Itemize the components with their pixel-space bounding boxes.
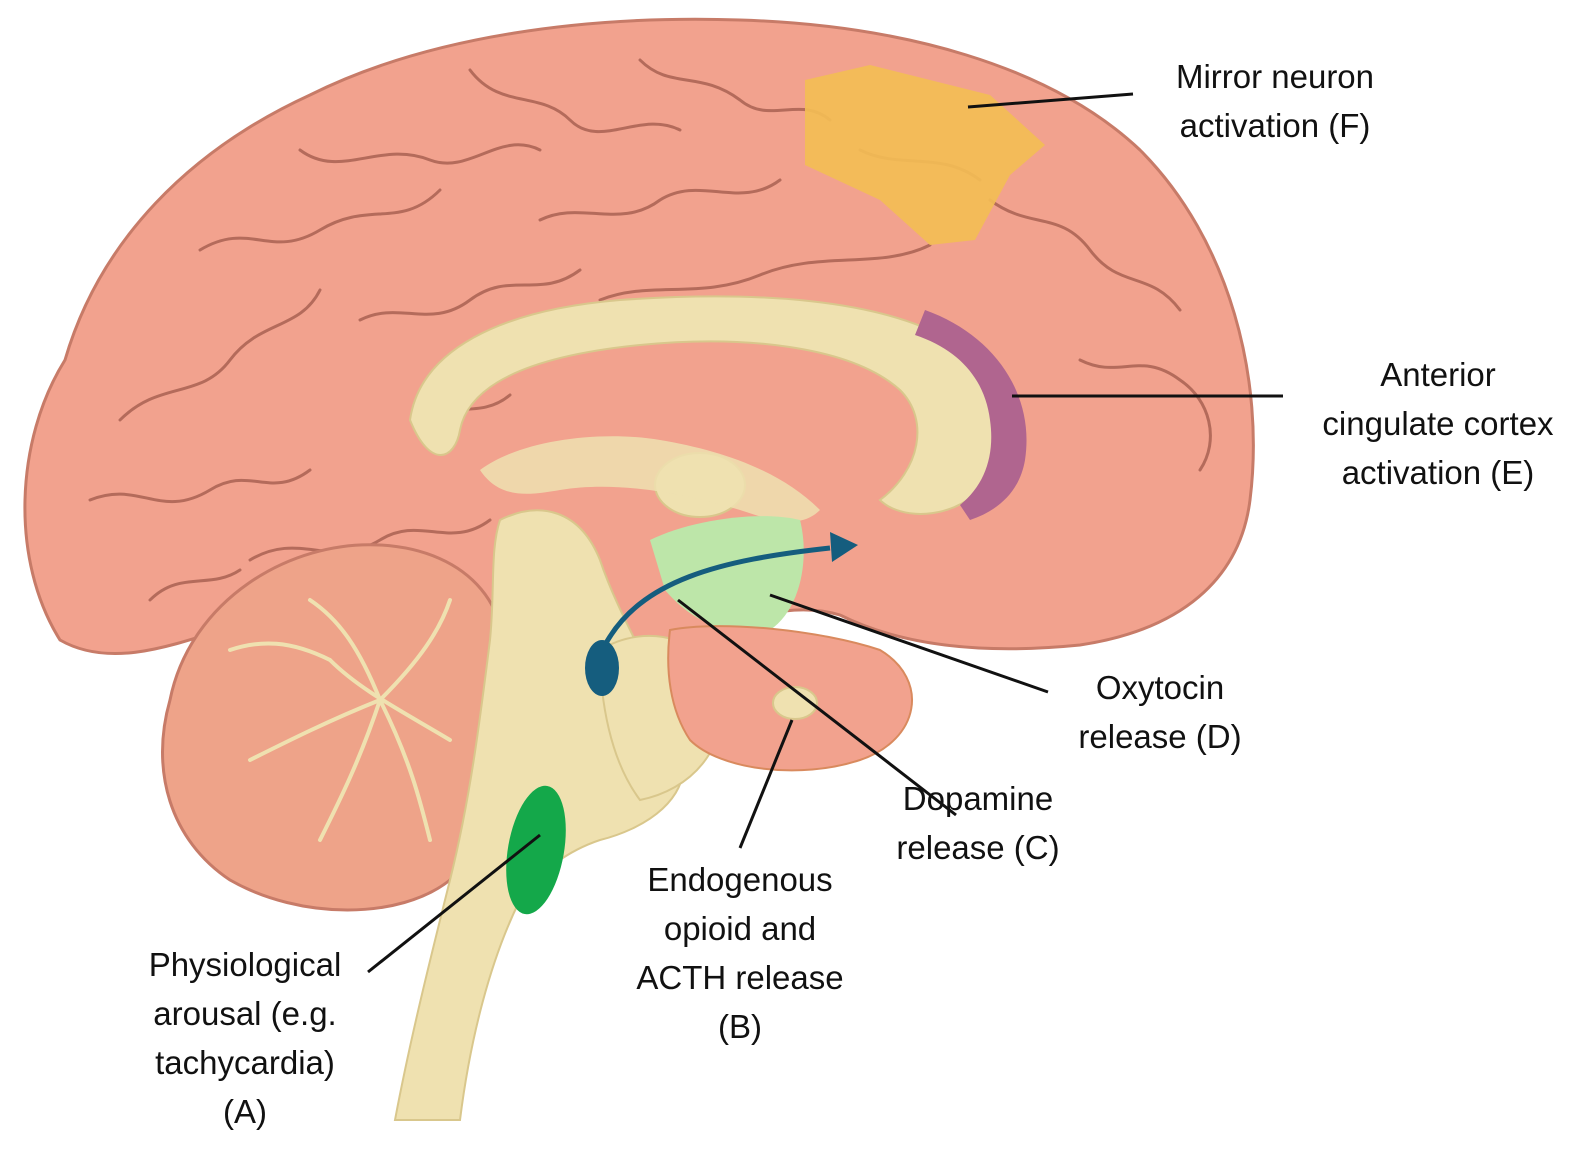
label-arousal-line3: tachycardia) [155, 1044, 335, 1081]
label-arousal-line2: arousal (e.g. [153, 995, 337, 1032]
label-acc-line3: activation (E) [1341, 454, 1535, 491]
label-oxytocin-line2: release (D) [1078, 718, 1242, 755]
label-dopamine: Dopamine release (C) [858, 774, 1098, 872]
hypothalamus [650, 516, 804, 633]
label-oxytocin: Oxytocin release (D) [1040, 663, 1280, 761]
corpus-callosum [408, 295, 1005, 515]
anterior-cingulate-cortex [915, 310, 1027, 520]
label-arousal-line4: (A) [223, 1093, 267, 1130]
cortex-sulci [88, 58, 1212, 602]
leader-line-a [367, 833, 541, 974]
label-mirror-neuron: Mirror neuron activation (F) [1130, 52, 1420, 150]
label-acc-line1: Anterior [1380, 356, 1496, 393]
label-dopamine-line2: release (C) [896, 829, 1060, 866]
label-opioid-line2: opioid and [663, 910, 817, 947]
label-opioid-line4: (B) [718, 1008, 762, 1045]
dopamine-arrow-head [830, 532, 858, 562]
label-oxytocin-line1: Oxytocin [1095, 669, 1225, 706]
leader-line-b [738, 719, 794, 849]
label-arousal: Physiological arousal (e.g. tachycardia)… [110, 940, 380, 1136]
mirror-neuron-region [805, 65, 1045, 245]
label-dopamine-line1: Dopamine [902, 780, 1054, 817]
cerebellum-folia [228, 598, 452, 842]
label-acc-line2: cingulate cortex [1322, 405, 1554, 442]
pituitary-gland [772, 686, 818, 720]
dopamine-pathway-arrow [602, 545, 831, 647]
label-opioid: Endogenous opioid and ACTH release (B) [595, 855, 885, 1051]
fornix [480, 436, 820, 522]
label-mirror-neuron-line1: Mirror neuron [1175, 58, 1375, 95]
label-opioid-line1: Endogenous [647, 861, 833, 898]
label-arousal-line1: Physiological [148, 946, 342, 983]
leader-line-d [769, 593, 1049, 694]
brainstem-nucleus [506, 785, 566, 915]
leader-line-f [967, 92, 1134, 109]
label-opioid-line3: ACTH release [636, 959, 844, 996]
leader-lines [367, 92, 1283, 974]
leader-line-c [677, 598, 957, 817]
ventral-tegmental-area [585, 640, 619, 696]
label-anterior-cingulate: Anterior cingulate cortex activation (E) [1288, 350, 1588, 497]
label-mirror-neuron-line2: activation (F) [1179, 107, 1371, 144]
